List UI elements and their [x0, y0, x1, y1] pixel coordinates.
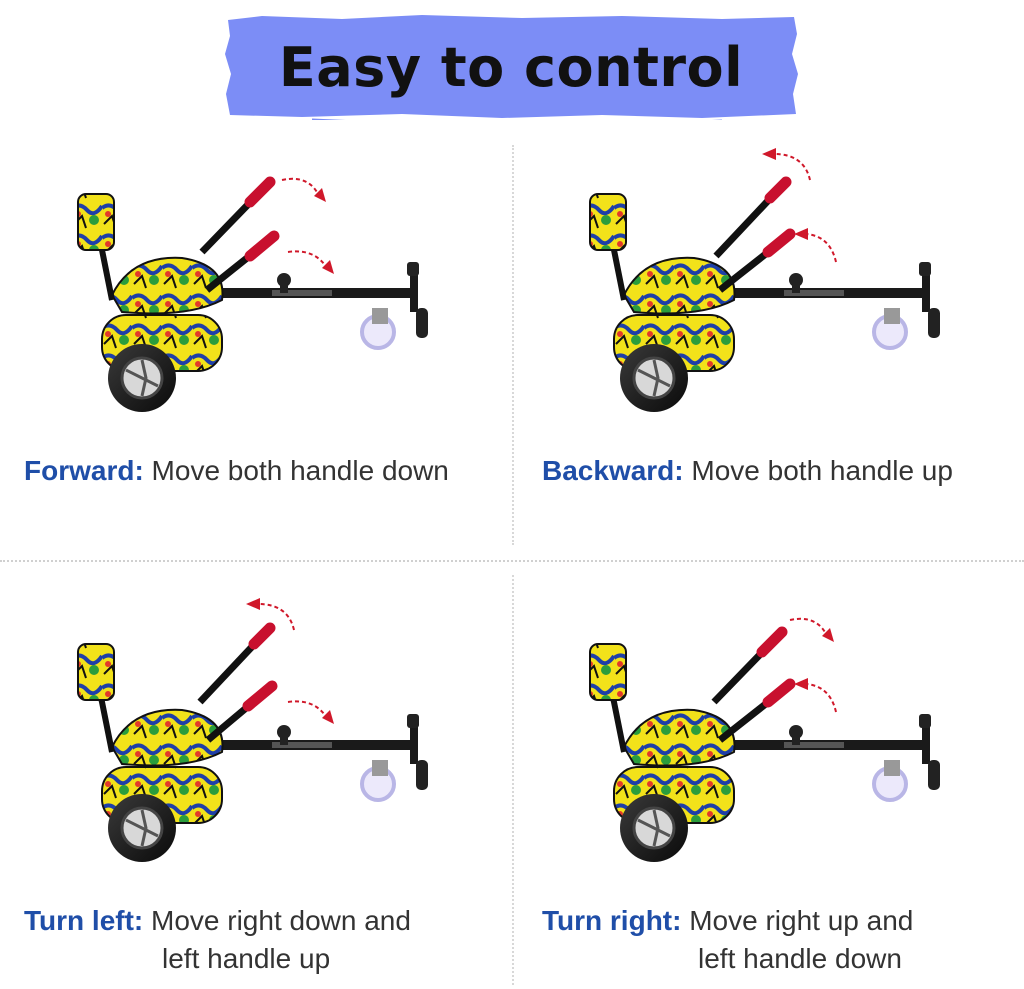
caption-key: Forward:: [24, 455, 144, 486]
kart-illustration: [589, 148, 940, 412]
caption-text-line2: left handle up: [162, 943, 331, 974]
divider-vertical-top: [512, 145, 514, 545]
caption-text: Move both handle down: [143, 455, 449, 486]
caption-text: Move right up and: [681, 905, 914, 936]
caption-key: Turn left:: [24, 905, 144, 936]
panel-forward: Forward: Move both handle down: [12, 140, 512, 560]
divider-horizontal: [0, 560, 1024, 562]
caption-backward: Backward: Move both handle up: [542, 452, 953, 490]
caption-key: Turn right:: [542, 905, 682, 936]
caption-text: Move both handle up: [683, 455, 953, 486]
kart-illustration: [77, 176, 428, 412]
brush-stroke-background: [225, 15, 798, 120]
caption-forward: Forward: Move both handle down: [24, 452, 449, 490]
caption-turn-right: Turn right: Move right up and left handl…: [542, 902, 913, 978]
title-banner: Easy to control: [222, 14, 800, 120]
caption-turn-left: Turn left: Move right down and left hand…: [24, 902, 411, 978]
page-title: Easy to control: [278, 35, 744, 99]
panel-turn-left: Turn left: Move right down and left hand…: [12, 590, 512, 985]
kart-illustration: [77, 598, 428, 862]
panel-backward: Backward: Move both handle up: [524, 140, 1024, 560]
caption-text-line2: left handle down: [698, 943, 902, 974]
divider-vertical-bottom: [512, 575, 514, 985]
panel-turn-right: Turn right: Move right up and left handl…: [524, 590, 1024, 985]
caption-key: Backward:: [542, 455, 684, 486]
caption-text: Move right down and: [143, 905, 411, 936]
kart-illustration: [589, 617, 940, 862]
